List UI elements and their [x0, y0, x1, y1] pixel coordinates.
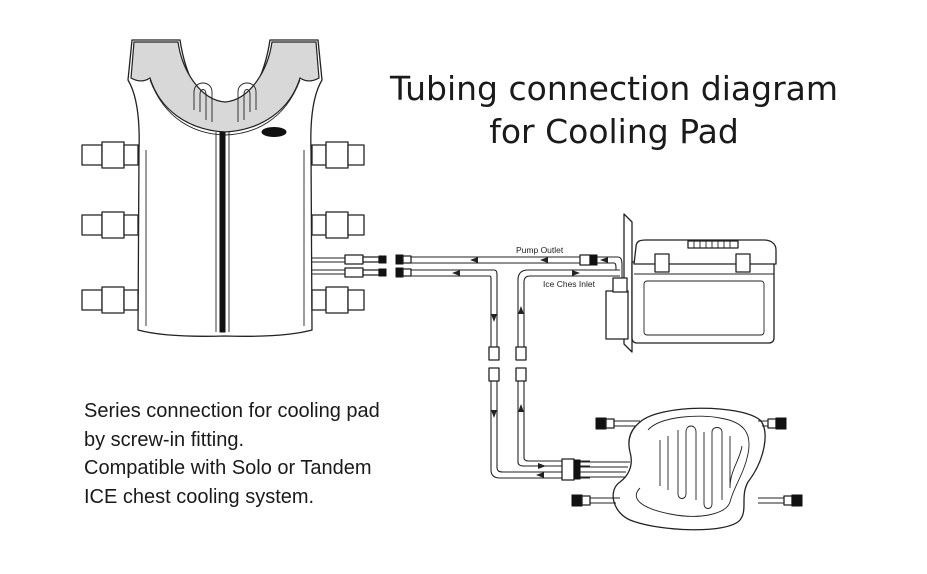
cooler-icon — [605, 213, 777, 353]
vest-shoulder-panel — [130, 41, 320, 133]
vest-neck-loop-left — [193, 82, 213, 122]
vest-neck-loop-left-inner — [199, 89, 207, 120]
arrow-up-1 — [518, 306, 524, 314]
cooling-pad-channel-outer — [635, 415, 750, 517]
cooling-pad-body — [612, 407, 766, 531]
description-line-1: Series connection for cooling pad — [84, 400, 380, 422]
cooler-lid-grip — [687, 240, 739, 249]
vest-left-buckles — [81, 141, 139, 314]
cooling-pad-icon — [561, 407, 803, 531]
arrow-left-pad — [536, 472, 544, 478]
vest-neck-loop-right-inner — [243, 89, 251, 120]
description-line-2: by screw-in fitting. — [84, 429, 244, 451]
description-line-4: ICE chest cooling system. — [84, 486, 314, 508]
cooler-latch-right — [735, 253, 751, 273]
pad-inlet-connector — [561, 458, 575, 481]
connector-top — [395, 254, 404, 265]
arrow-left-pump — [600, 257, 608, 263]
description-line-3: Compatible with Solo or Tandem — [84, 457, 372, 479]
arrow-right-pad — [538, 463, 546, 469]
vest-icon — [81, 39, 387, 337]
pump-housing — [605, 290, 629, 340]
vest-logo — [261, 127, 287, 137]
arrow-down-1 — [491, 314, 497, 322]
connector-bottom — [395, 267, 404, 278]
arrow-down-2 — [491, 410, 497, 418]
tubing-network: Pump Outlet Ice Ches Inlet — [395, 245, 623, 479]
arrow-right-inlet — [572, 270, 580, 276]
arrow-left-top — [470, 257, 478, 263]
cooler-front-panel — [643, 280, 765, 336]
cooler-body — [631, 261, 775, 344]
vest-right-buckles — [311, 141, 365, 314]
vest-neck-loop-right — [237, 82, 257, 122]
cooling-pad-channels — [659, 425, 743, 509]
arrow-up-2 — [518, 404, 524, 412]
label-pump-outlet: Pump Outlet — [516, 245, 564, 255]
vest-fittings — [312, 254, 387, 278]
title-line-2: for Cooling Pad — [489, 112, 739, 151]
title-line-1: Tubing connection diagram — [389, 69, 838, 108]
arrow-left-top-2 — [540, 257, 548, 263]
label-ice-chest-inlet: Ice Ches Inlet — [543, 279, 596, 289]
cooler-latch-left — [654, 253, 670, 273]
vest-zipper — [219, 131, 226, 333]
arrow-left-bottom — [452, 270, 460, 276]
